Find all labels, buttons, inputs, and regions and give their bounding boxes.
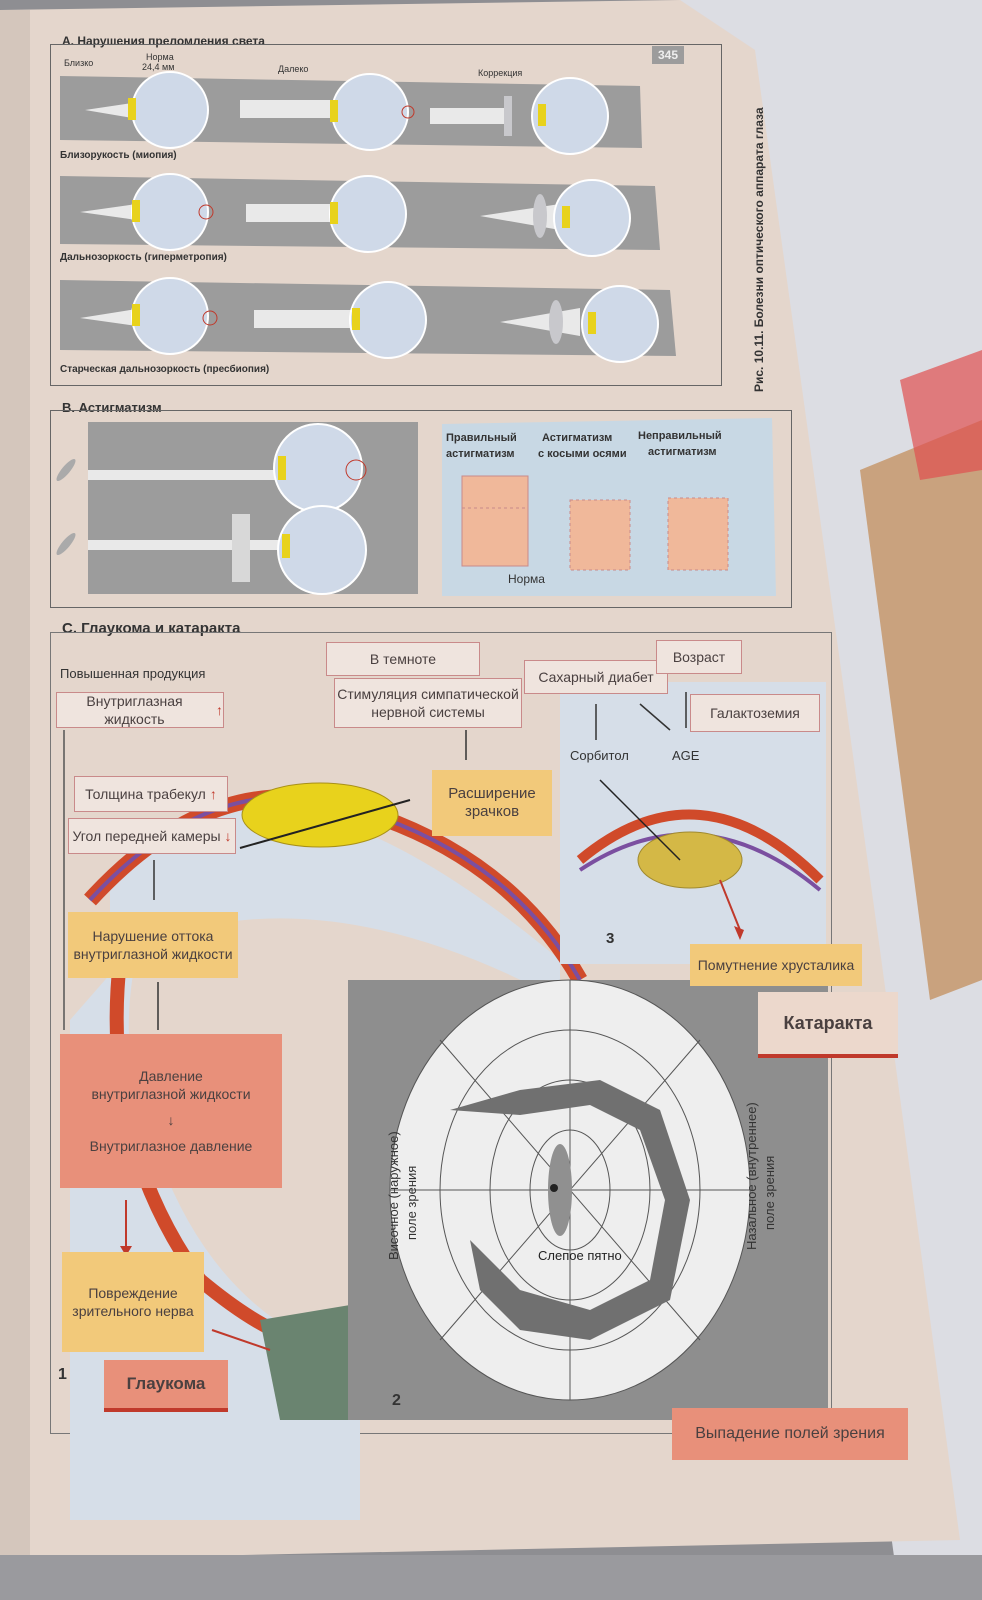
age-box: Возраст: [656, 640, 742, 674]
hyperopia-label: Дальнозоркость (гиперметропия): [60, 252, 227, 263]
lens-opacity-text: Помутнение хрусталика: [697, 957, 855, 973]
irregular-astig-label2: астигматизм: [648, 446, 717, 458]
temporal-field-line1: Височное (наружное): [386, 1131, 401, 1260]
presbyopia-row: [60, 277, 676, 363]
astigmatism-illustration: [56, 418, 776, 596]
pupil-dilation-box: Расширение зрачков: [432, 770, 552, 836]
diabetes-text: Сахарный диабет: [538, 669, 654, 685]
trabecular-thickness-box: Толщина трабекул ↑: [74, 776, 228, 812]
in-darkness-text: В темноте: [369, 651, 437, 667]
section-a-frame: [50, 44, 722, 386]
aqueous-humor-box: Внутриглазная жидкость ↑: [56, 692, 224, 728]
glaucoma-text: Глаукома: [126, 1374, 206, 1393]
myopia-row: [60, 71, 642, 155]
refraction-illustrations: [60, 71, 676, 363]
visual-field-loss-box: Выпадение полей зрения: [672, 1408, 908, 1460]
down-arrow-icon: ↓: [167, 1112, 175, 1128]
nerve-damage-box: Повреждение зрительного нерва: [62, 1252, 204, 1352]
norm-label: Норма: [508, 572, 545, 586]
outflow-line1: Нарушение оттока: [92, 928, 214, 944]
up-arrow-red-icon: ↑: [209, 786, 217, 802]
visual-field-loss-text: Выпадение полей зрения: [695, 1425, 885, 1442]
sympathetic-line1: Стимуляция симпатической: [337, 686, 519, 702]
col-correction-label: Коррекция: [478, 68, 523, 78]
outflow-line2: внутриглазной жидкости: [73, 946, 233, 962]
pupil-dilation-line2: зрачков: [464, 803, 520, 820]
pressure-box: Давление внутриглазной жидкости ↓ Внутри…: [60, 1034, 282, 1188]
pressure-line2: внутриглазной жидкости: [91, 1086, 251, 1102]
outflow-impairment-box: Нарушение оттока внутриглазной жидкости: [68, 912, 238, 978]
panel-number-3: 3: [606, 930, 615, 947]
section-b-frame: [50, 410, 792, 608]
section-b-title: B. Астигматизм: [62, 400, 162, 415]
in-darkness-box: В темноте: [326, 642, 480, 676]
sympathetic-line2: нервной системы: [371, 704, 485, 720]
cataract-text: Катаракта: [783, 1013, 873, 1033]
age-products-label: AGE: [672, 748, 700, 763]
page-number: 345: [652, 46, 685, 64]
panel-number-2: 2: [392, 1392, 401, 1409]
blind-spot-label: Слепое пятно: [538, 1248, 622, 1263]
oblique-astig-label2: с косыми осями: [538, 448, 627, 460]
chamber-angle-text: Угол передней камеры: [72, 828, 221, 844]
temporal-field-line2: поле зрения: [404, 1165, 419, 1240]
oblique-astig-label1: Астигматизм: [542, 432, 613, 444]
glaucoma-box: Глаукома: [104, 1360, 228, 1412]
nasal-field-line2: поле зрения: [762, 1155, 777, 1230]
sorbitol-label: Сорбитол: [570, 748, 629, 763]
pupil-dilation-line1: Расширение: [448, 785, 536, 802]
age-text: Возраст: [672, 649, 726, 665]
pressure-line1: Давление: [139, 1068, 203, 1084]
panel-number-1: 1: [58, 1366, 67, 1383]
down-arrow-red-icon: ↓: [224, 828, 232, 844]
trabecular-thickness-text: Толщина трабекул: [85, 786, 206, 802]
aqueous-humor-text: Внутриглазная жидкость: [86, 693, 183, 727]
galactosemia-text: Галактоземия: [710, 705, 800, 721]
col-norm-label: Норма: [146, 52, 174, 62]
increased-production-label: Повышенная продукция: [60, 666, 206, 681]
nerve-damage-line1: Повреждение: [88, 1285, 178, 1301]
col-far-label: Далеко: [278, 64, 309, 74]
cataract-box: Катаракта: [758, 992, 898, 1058]
nerve-damage-line2: зрительного нерва: [72, 1303, 194, 1319]
regular-astig-label2: астигматизм: [446, 448, 515, 460]
diabetes-box: Сахарный диабет: [524, 660, 668, 694]
regular-astig-label1: Правильный: [446, 432, 517, 444]
col-near-label: Близко: [64, 58, 94, 68]
galactosemia-box: Галактоземия: [690, 694, 820, 732]
hyperopia-row: [60, 173, 660, 257]
chamber-angle-box: Угол передней камеры ↓: [68, 818, 236, 854]
col-norm-value: 24,4 мм: [142, 62, 175, 72]
intraocular-pressure-text: Внутриглазное давление: [89, 1138, 253, 1154]
lens-opacity-box: Помутнение хрусталика: [690, 944, 862, 986]
up-arrow-red-icon: ↑: [216, 702, 223, 718]
sympathetic-box: Стимуляция симпатической нервной системы: [334, 678, 522, 728]
presbyopia-label: Старческая дальнозоркость (пресбиопия): [60, 364, 270, 375]
irregular-astig-label1: Неправильный: [638, 430, 722, 442]
nasal-field-line1: Назальное (внутреннее): [744, 1102, 759, 1250]
myopia-label: Близорукость (миопия): [60, 150, 177, 161]
